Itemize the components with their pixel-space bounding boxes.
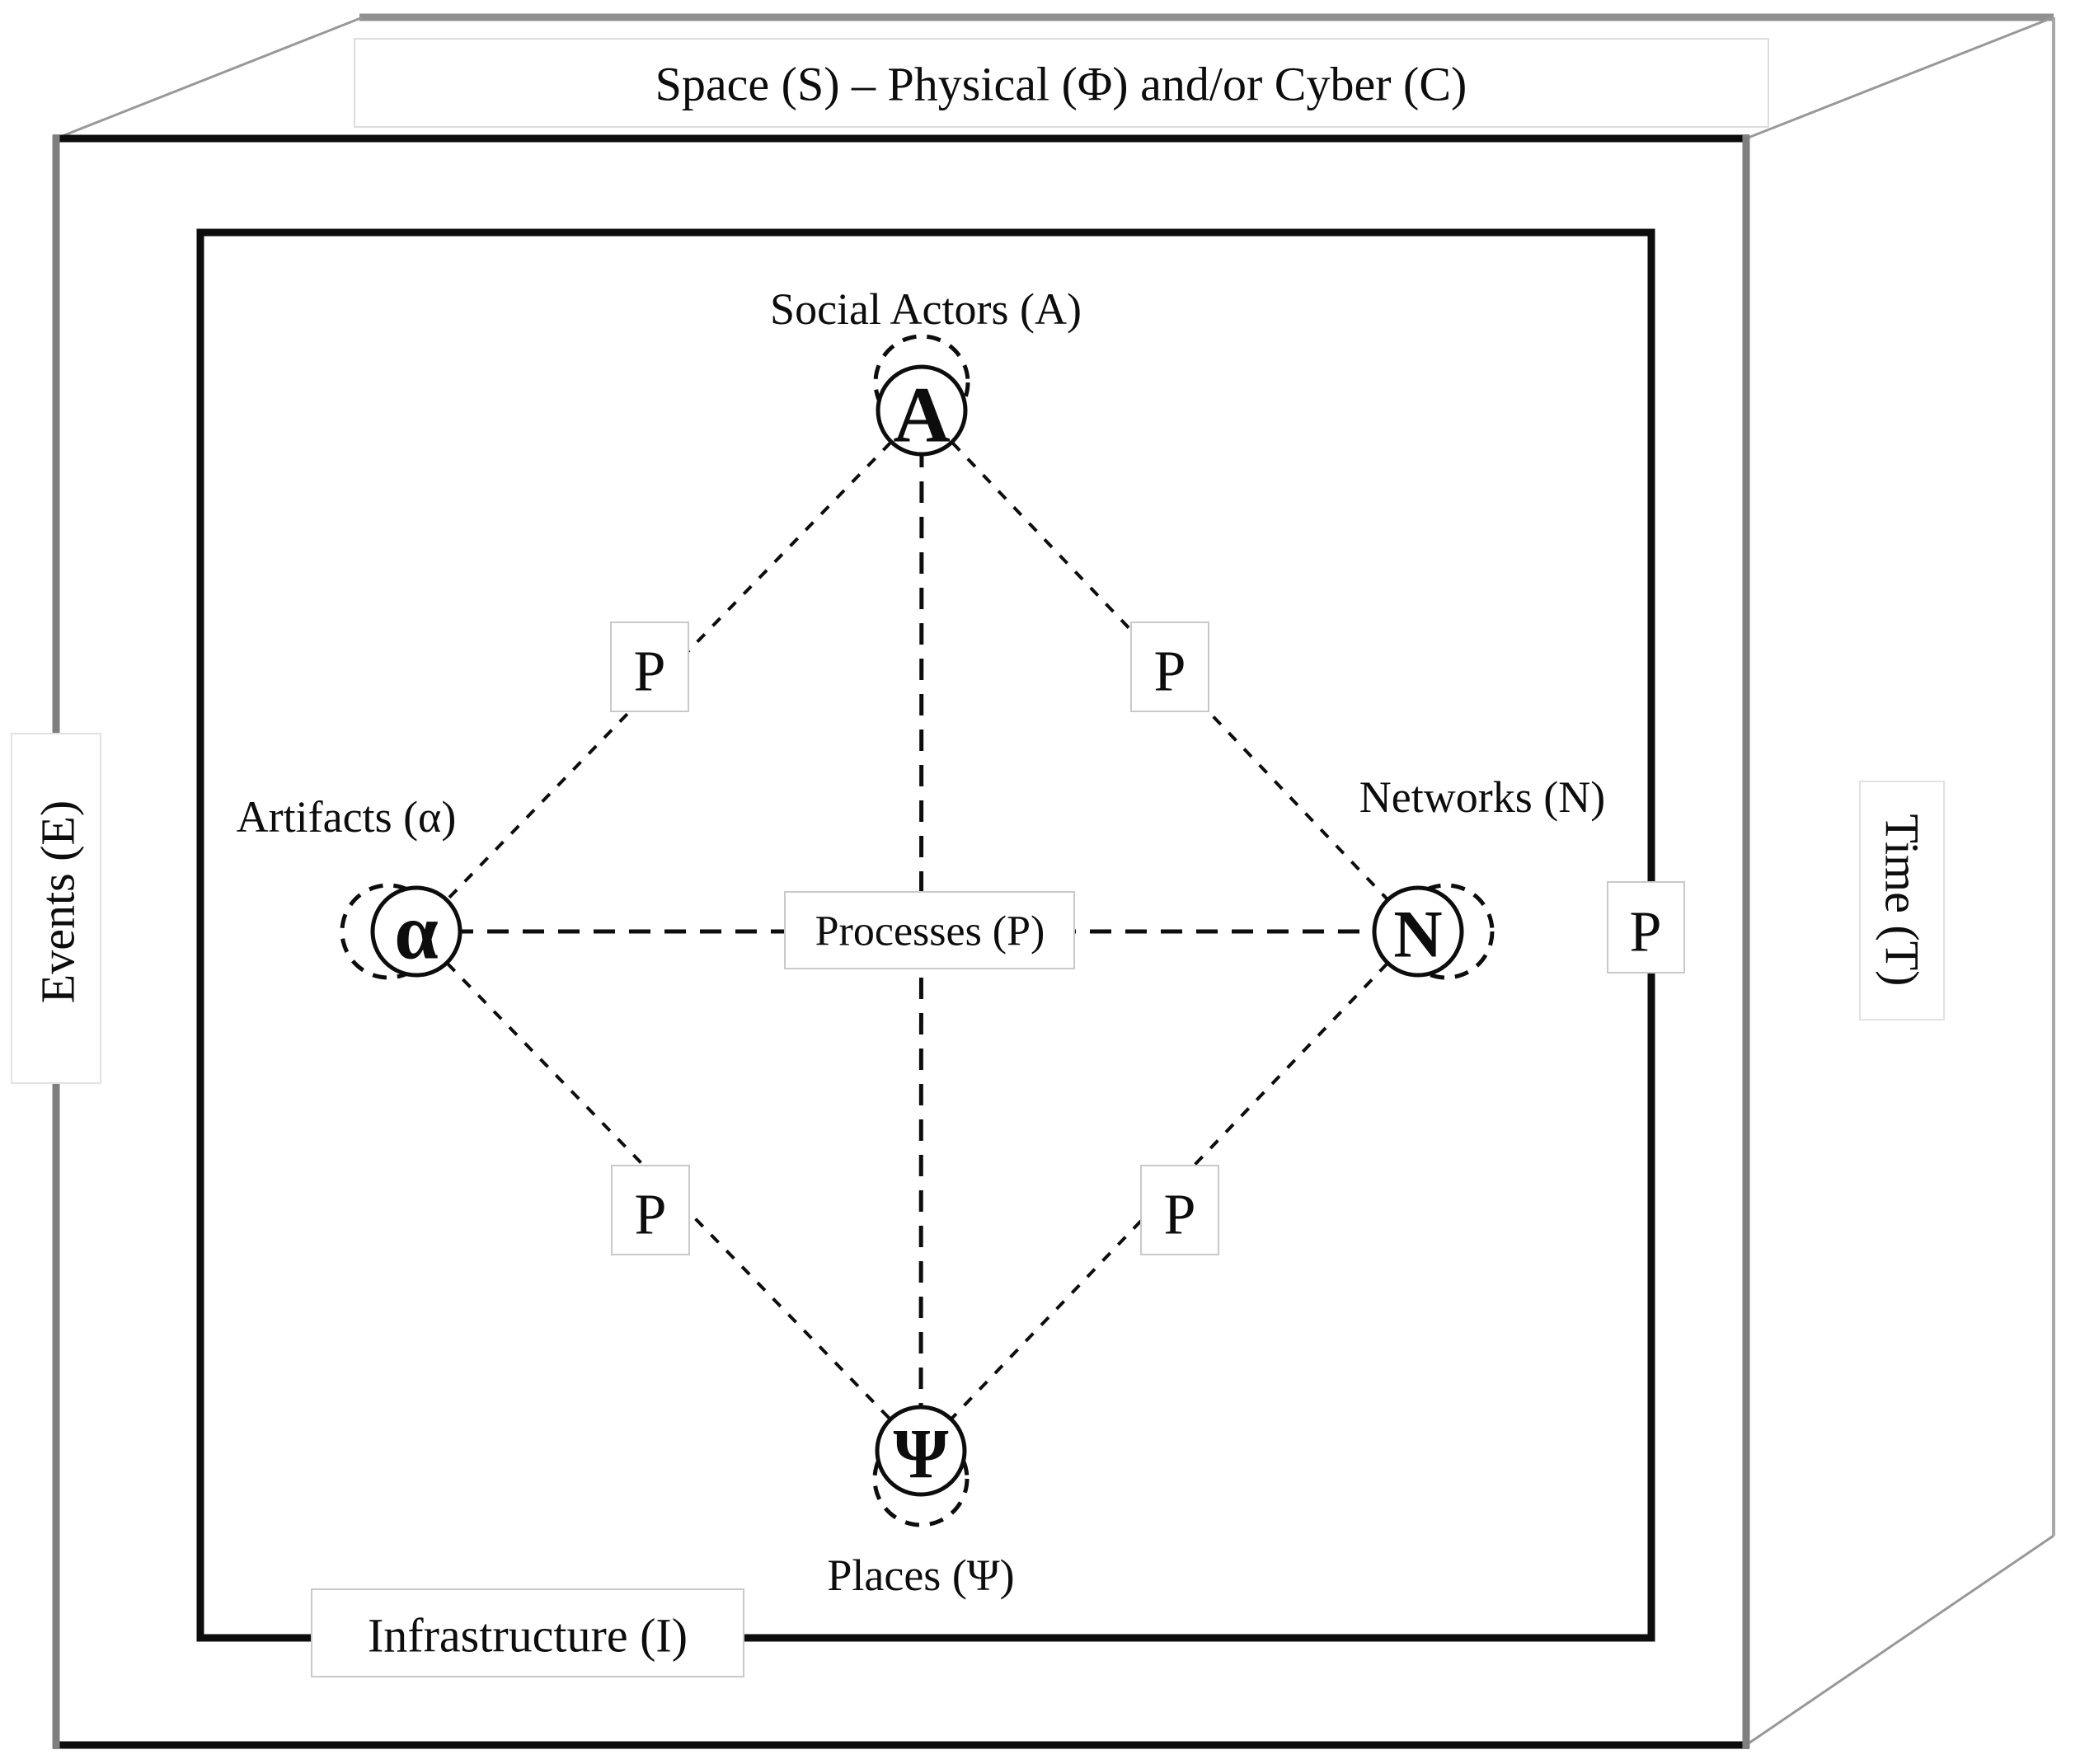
processes-label-box: Processes (P) [784,891,1075,969]
process-marker-upper-left-text: P [634,640,666,704]
networks-label: Networks (N) [1359,772,1605,822]
time-face-label-box: Time (T) [1859,781,1945,1020]
time-face-label-text: Time (T) [1876,814,1929,987]
infrastructure-face-label-text: Infrastructure (I) [368,1609,688,1663]
networks-node-circle [1372,885,1464,978]
process-marker-lower-left: P [611,1165,690,1255]
networks-symbol: N [1393,897,1442,972]
process-marker-upper-right: P [1130,622,1209,712]
events-face-label-box: Events (E) [11,733,101,1084]
process-marker-upper-left: P [610,622,689,712]
process-marker-lower-left-text: P [635,1184,667,1247]
artifacts-node-circle [370,885,462,978]
box-perspective-edge-bottom-right [1745,1534,2054,1747]
places-dashed-circle [872,1430,970,1527]
social-actors-node-circle [876,364,968,457]
process-marker-upper-right-text: P [1154,640,1186,704]
social-actors-symbol: A [893,371,950,459]
box-perspective-edge-top-left [55,16,364,140]
social-actors-label: Social Actors (A) [770,284,1082,334]
process-marker-lower-right-text: P [1164,1184,1196,1247]
networks-dashed-circle [1397,883,1495,980]
artifacts-symbol: α [394,888,439,976]
artifacts-label: Artifacts (α) [237,792,457,842]
process-marker-right-edge: P [1607,881,1685,973]
edge-social-actors-places-vertical [918,410,924,1452]
places-node-circle [875,1405,967,1497]
process-marker-right-edge-text: P [1630,901,1662,964]
processes-label-text: Processes (P) [815,908,1045,955]
space-face-label-text: Space (S) – Physical (Φ) and/or Cyber (C… [655,58,1467,111]
infrastructure-face-label-box: Infrastructure (I) [311,1588,744,1677]
space-face-label-box: Space (S) – Physical (Φ) and/or Cyber (C… [354,38,1769,128]
social-actors-dashed-circle [873,334,970,431]
process-marker-lower-right: P [1140,1165,1219,1255]
places-symbol: Ψ [893,1414,948,1493]
box-perspective-edge-top-right [1745,16,2054,140]
events-face-label-text: Events (E) [31,800,85,1003]
places-label: Places (Ψ) [827,1551,1014,1600]
